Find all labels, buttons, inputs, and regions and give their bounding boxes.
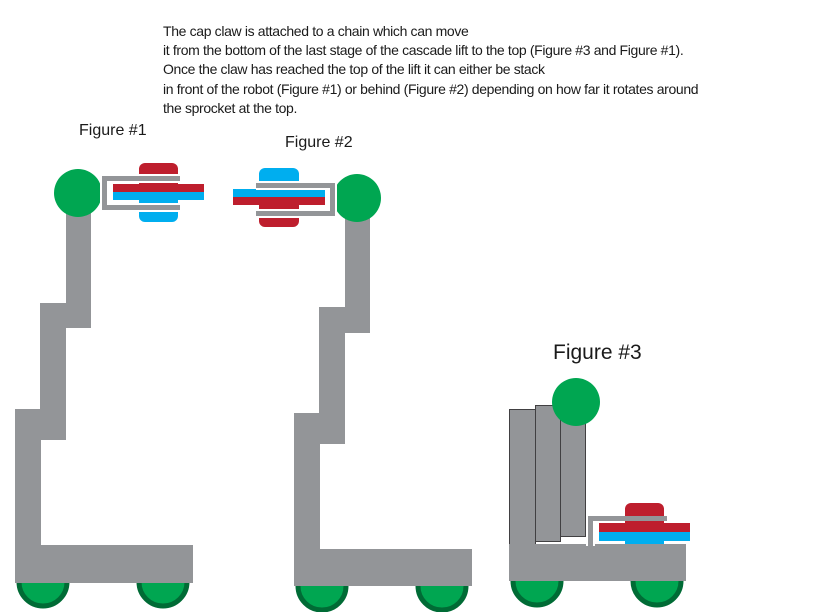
lift-stage-2	[40, 303, 66, 440]
lift-stage-2	[535, 405, 561, 542]
figure-3	[509, 378, 690, 608]
cap-plate-red	[599, 523, 690, 532]
claw	[100, 174, 180, 212]
chassis-base	[294, 549, 472, 586]
cap	[599, 523, 690, 544]
lift-stage-2	[319, 307, 345, 444]
description-line: The cap claw is attached to a chain whic…	[163, 23, 469, 39]
cap-plate-blue	[233, 189, 325, 197]
cap-plate-red	[233, 197, 325, 205]
chassis-base	[509, 544, 686, 581]
cap-plate-blue	[113, 192, 204, 200]
cap	[233, 168, 325, 227]
figure-1-label: Figure #1	[79, 122, 147, 139]
figure-1	[15, 163, 204, 609]
description-text: The cap claw is attached to a chain whic…	[163, 22, 699, 118]
sprocket	[333, 174, 381, 222]
lift-stage-3	[345, 205, 370, 333]
description-line: the sprocket at the top.	[163, 99, 298, 116]
chassis-base	[15, 545, 193, 583]
figure-3-label: Figure #3	[553, 341, 642, 364]
figure-2	[233, 168, 472, 612]
figure-2-label: Figure #2	[285, 134, 353, 151]
description-line: in front of the robot (Figure #1) or beh…	[163, 80, 699, 97]
claw-bracket	[102, 176, 180, 210]
lift-stage-1	[15, 409, 41, 549]
claw-bracket	[588, 516, 667, 546]
sprocket	[552, 378, 600, 426]
cap	[113, 163, 204, 222]
lift-stage-1	[509, 409, 536, 548]
lift-stage-1	[294, 413, 320, 553]
sprocket	[54, 169, 102, 217]
claw-bracket	[256, 183, 335, 216]
lift-stage-3	[66, 200, 91, 328]
description-line: it from the bottom of the last stage of …	[163, 42, 684, 59]
description-line: Once the claw has reached the top of the…	[163, 61, 545, 78]
claw	[256, 181, 337, 218]
lift-stage-3	[560, 414, 586, 537]
cap-plate-blue	[599, 532, 690, 541]
cap-plate-red	[113, 184, 204, 192]
